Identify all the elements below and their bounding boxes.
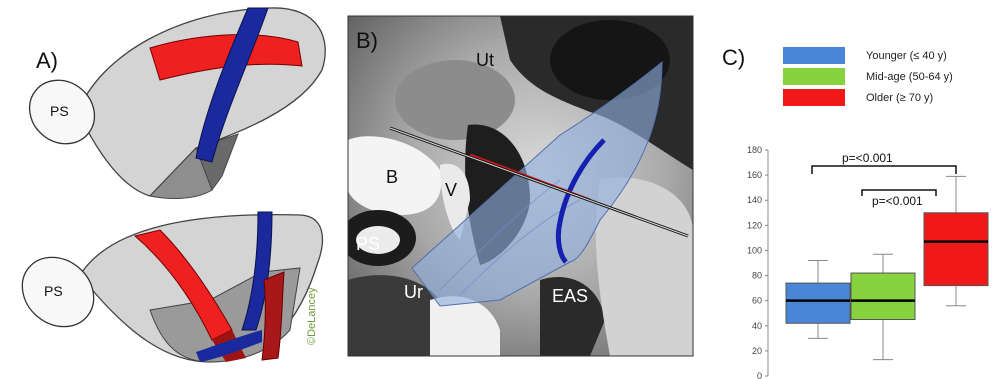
panel-c: C) Younger (≤ 40 y) Mid-age (50-64 y) Ol… bbox=[722, 45, 988, 379]
y-tick-label: 20 bbox=[752, 346, 762, 356]
y-tick-label: 0 bbox=[757, 371, 762, 379]
v-label: V bbox=[445, 180, 457, 200]
significance-brackets: p=<0.001 p=<0.001 bbox=[812, 151, 956, 208]
box-iqr bbox=[786, 283, 850, 323]
y-tick-label: 100 bbox=[747, 245, 762, 255]
y-tick-label: 120 bbox=[747, 220, 762, 230]
box-series bbox=[786, 260, 850, 338]
legend-swatch-mid-age bbox=[783, 68, 845, 85]
bracket-younger-older bbox=[812, 166, 956, 174]
panel-a: A) PS PS ©DeLancey bbox=[8, 8, 325, 362]
pvalue-mid-older: p=<0.001 bbox=[872, 194, 923, 208]
y-tick-label: 40 bbox=[752, 321, 762, 331]
legend-label-mid-age: Mid-age (50-64 y) bbox=[866, 71, 953, 83]
box-iqr bbox=[851, 273, 915, 319]
eas-label: EAS bbox=[552, 286, 588, 306]
panel-c-label: C) bbox=[722, 45, 745, 70]
panel-a-label: A) bbox=[36, 48, 58, 73]
box-series bbox=[924, 176, 988, 305]
legend-label-younger: Younger (≤ 40 y) bbox=[866, 50, 947, 62]
legend-swatch-older bbox=[783, 89, 845, 106]
ps-label-mri: PS bbox=[356, 234, 380, 254]
b-label: B bbox=[386, 167, 398, 187]
y-axis-ticks: 0 20 40 60 80 100 120 140 160 180 bbox=[747, 145, 768, 379]
ps-label-bottom: PS bbox=[44, 283, 63, 299]
legend: Younger (≤ 40 y) Mid-age (50-64 y) Older… bbox=[783, 47, 953, 106]
box-iqr bbox=[924, 213, 988, 286]
legend-label-older: Older (≥ 70 y) bbox=[866, 92, 933, 104]
box-series bbox=[851, 254, 915, 359]
y-tick-label: 60 bbox=[752, 296, 762, 306]
ur-label: Ur bbox=[404, 282, 423, 302]
y-tick-label: 160 bbox=[747, 170, 762, 180]
panel-b: B) Ut B V PS Ur EAS bbox=[340, 16, 693, 356]
copyright-credit: ©DeLancey bbox=[306, 287, 318, 345]
panel-b-label: B) bbox=[356, 28, 378, 53]
legend-swatch-younger bbox=[783, 47, 845, 64]
ps-label-top: PS bbox=[50, 103, 69, 119]
y-tick-label: 180 bbox=[747, 145, 762, 155]
y-tick-label: 140 bbox=[747, 195, 762, 205]
y-tick-label: 80 bbox=[752, 271, 762, 281]
pelvic-floor-illustration-bottom: PS bbox=[8, 212, 322, 362]
box-plot: 0 20 40 60 80 100 120 140 160 180 p=<0.001 p=<0.0… bbox=[747, 145, 988, 379]
pelvic-floor-illustration-top: PS bbox=[17, 8, 326, 199]
ut-label: Ut bbox=[476, 50, 494, 70]
pvalue-younger-older: p=<0.001 bbox=[842, 151, 893, 165]
